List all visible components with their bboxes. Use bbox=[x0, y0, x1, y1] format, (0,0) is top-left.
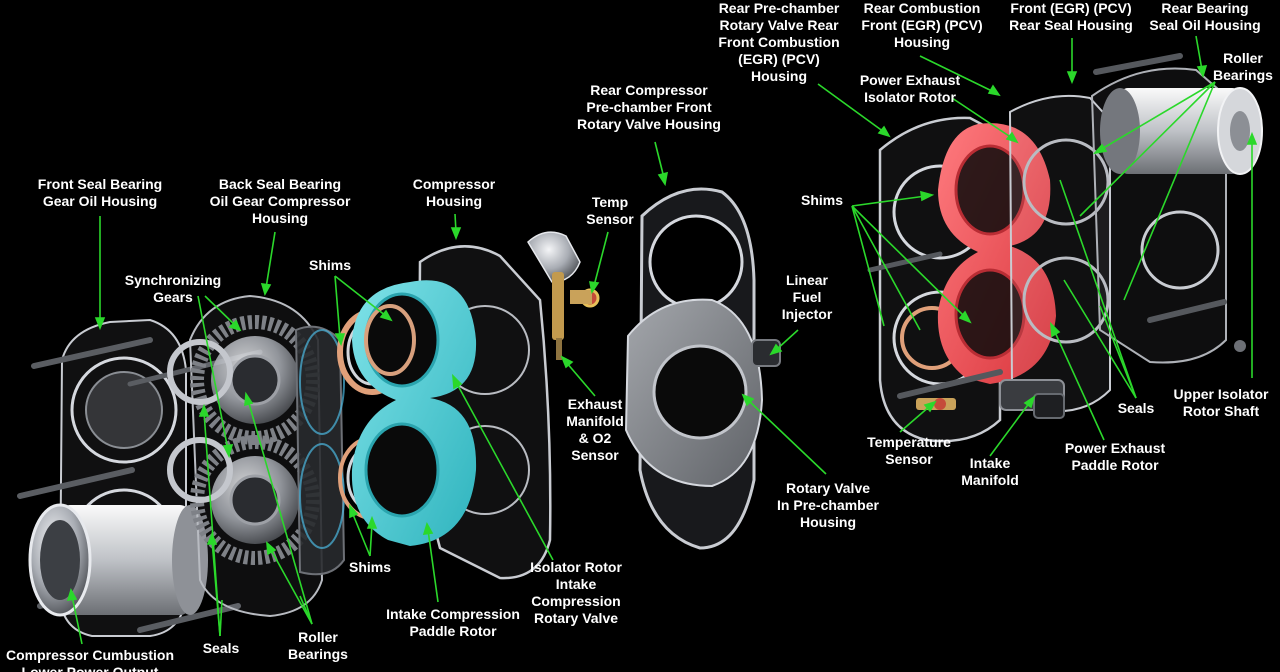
label-rear-compressor-housing: Rear Compressor Pre-chamber Front Rotary… bbox=[577, 82, 721, 132]
label-rear-combustion-housing: Rear Combustion Front (EGR) (PCV) Housin… bbox=[861, 0, 983, 50]
label-exhaust-manifold: Exhaust Manifold & O2 Sensor bbox=[566, 396, 624, 463]
seal-housing-ring-part bbox=[294, 325, 346, 576]
label-roller-bearings-bottom: Roller Bearings bbox=[288, 629, 348, 662]
upper-isolator-shaft-part bbox=[1100, 87, 1263, 175]
rear-combustion-housing-part bbox=[1008, 94, 1111, 413]
label-rear-prechamber-housing: Rear Pre-chamber Rotary Valve Rear Front… bbox=[718, 0, 840, 84]
label-front-rear-seal-housing: Front (EGR) (PCV) Rear Seal Housing bbox=[1009, 0, 1133, 33]
label-temp-sensor: Temp Sensor bbox=[586, 194, 634, 227]
label-shims-bottom: Shims bbox=[348, 559, 391, 575]
label-rear-bearing-housing: Rear Bearing Seal Oil Housing bbox=[1149, 0, 1261, 33]
exhaust-manifold-sensor-part bbox=[527, 231, 600, 360]
right-bolts-part bbox=[867, 53, 1246, 399]
label-seals-bottom: Seals bbox=[202, 640, 240, 656]
intake-compression-rotor-part bbox=[351, 280, 477, 546]
label-upper-isolator-shaft: Upper Isolator Rotor Shaft bbox=[1173, 386, 1269, 419]
label-compressor-housing: Compressor Housing bbox=[412, 176, 496, 209]
label-power-exhaust-paddle: Power Exhaust Paddle Rotor bbox=[1064, 440, 1166, 473]
label-intake-compression-paddle: Intake Compression Paddle Rotor bbox=[386, 606, 520, 639]
label-isolator-rotor-intake: Isolator Rotor Intake Compression Rotary… bbox=[530, 559, 622, 626]
label-temperature-sensor: Temperature Sensor bbox=[867, 434, 951, 467]
leader-lines bbox=[66, 35, 1258, 645]
label-shims-top-left: Shims bbox=[308, 257, 351, 273]
label-power-exhaust-isolator: Power Exhaust Isolator Rotor bbox=[859, 72, 961, 105]
label-linear-fuel-injector: Linear Fuel Injector bbox=[781, 272, 833, 322]
label-intake-manifold: Intake Manifold bbox=[961, 455, 1019, 488]
label-compressor-output: Compressor Cumbustion Lower Power Output bbox=[5, 647, 174, 672]
label-back-seal-housing: Back Seal Bearing Oil Gear Compressor Ho… bbox=[209, 176, 351, 226]
label-roller-bearings-right: Roller Bearings bbox=[1213, 50, 1273, 83]
label-seals-right: Seals bbox=[1117, 400, 1155, 416]
label-synchronizing-gears: Synchronizing Gears bbox=[124, 272, 222, 305]
label-shims-right: Shims bbox=[800, 192, 843, 208]
label-rotary-valve-housing: Rotary Valve In Pre-chamber Housing bbox=[777, 480, 879, 530]
rotary-valve-housing-part bbox=[624, 298, 781, 488]
compressor-output-shaft-part bbox=[28, 503, 208, 617]
intake-manifold-part bbox=[916, 379, 1065, 419]
label-front-seal-housing: Front Seal Bearing Gear Oil Housing bbox=[37, 176, 163, 209]
